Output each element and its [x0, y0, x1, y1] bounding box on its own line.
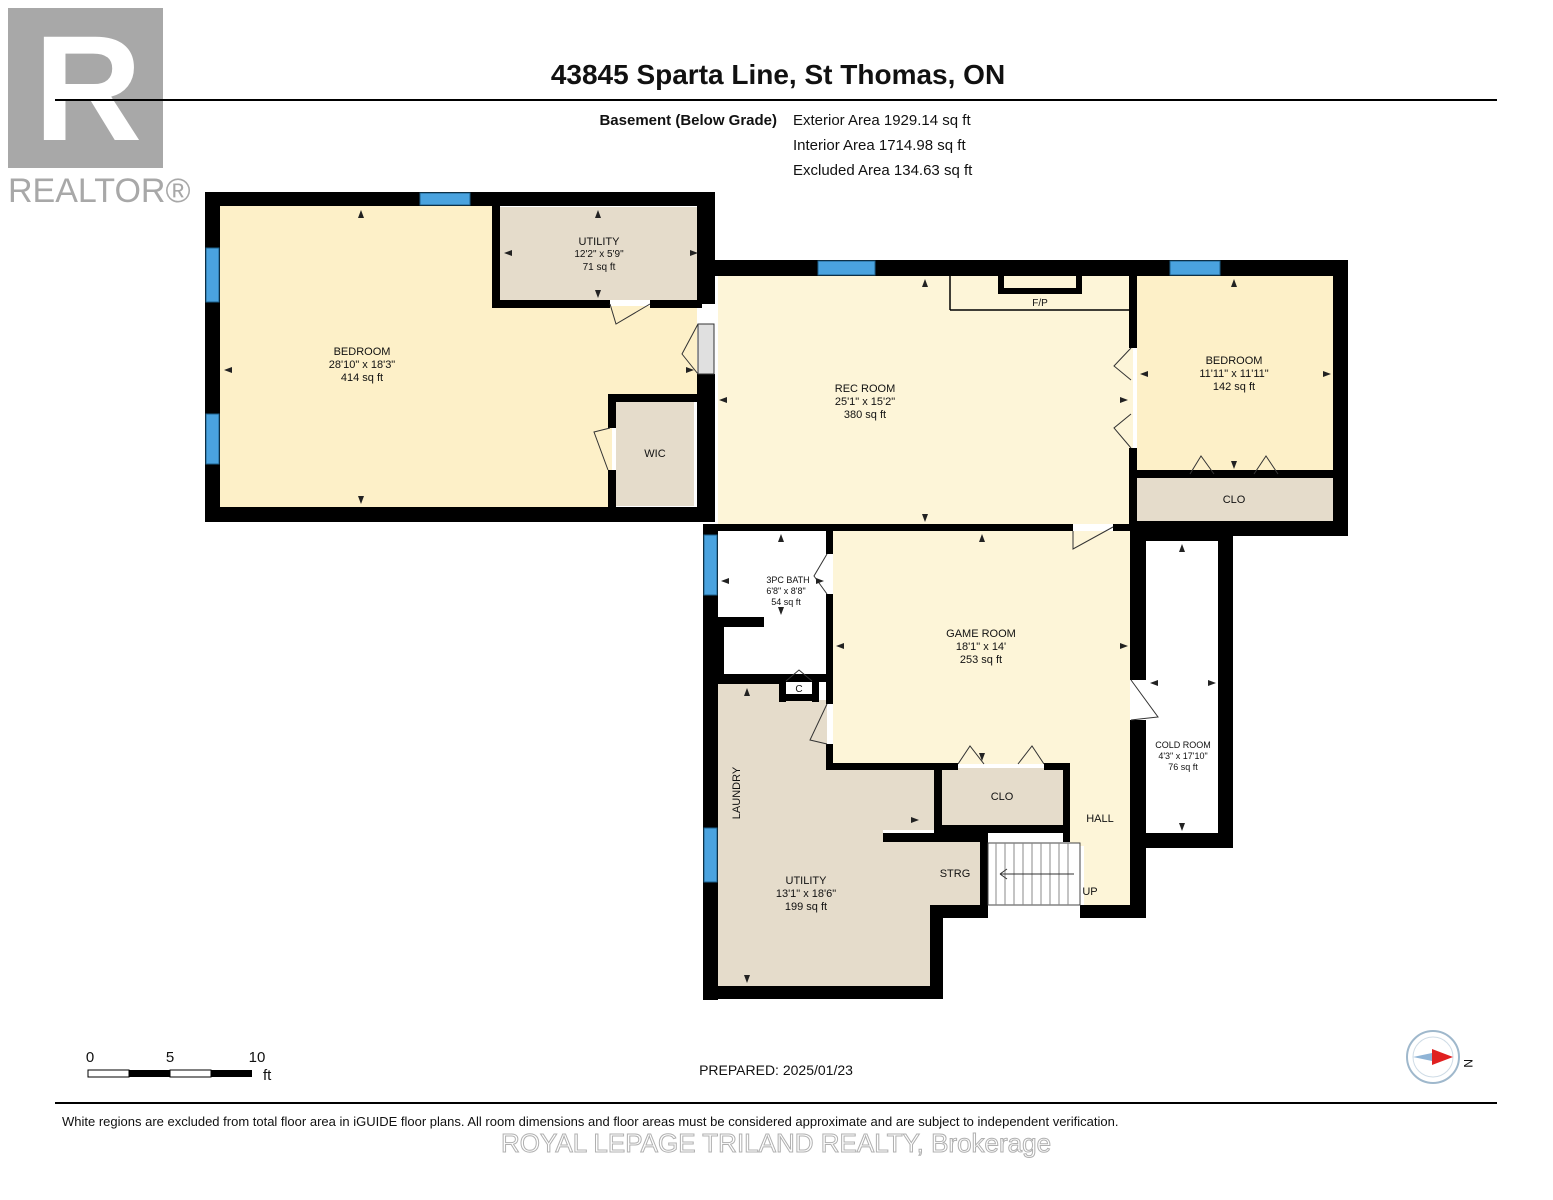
- disclaimer: White regions are excluded from total fl…: [62, 1114, 1118, 1129]
- bath-dims: 6'8" x 8'8": [766, 586, 805, 596]
- rec-room-name: REC ROOM: [835, 383, 896, 395]
- scale-bar: 0 5 10 ft: [86, 1049, 272, 1084]
- window: [205, 413, 220, 465]
- brokerage-watermark: ROYAL LEPAGE TRILAND REALTY, Brokerage: [501, 1128, 1051, 1158]
- clo-bedroom-label: CLO: [1223, 494, 1246, 506]
- strg-label: STRG: [940, 868, 971, 880]
- utility-bottom-area: 199 sq ft: [785, 901, 827, 913]
- rec-room-dims: 25'1" x 15'2": [835, 396, 895, 408]
- page-title: 43845 Sparta Line, St Thomas, ON: [551, 59, 1005, 90]
- game-room-fill: [833, 531, 1130, 905]
- room-fills: [220, 206, 1333, 986]
- doors: [593, 303, 1279, 765]
- realtor-logo-letter: R: [34, 4, 142, 172]
- utility-top-name: UTILITY: [579, 236, 621, 248]
- utility-bottom-fill: [716, 684, 986, 986]
- dimension-arrows: [224, 210, 1331, 983]
- cold-room-fill: [1148, 541, 1218, 833]
- cold-room-dims: 4'3" x 17'10": [1158, 751, 1207, 761]
- scale-tick-5: 5: [166, 1049, 174, 1066]
- wic-fill: [616, 402, 694, 506]
- bath-area: 54 sq ft: [771, 597, 801, 607]
- scale-unit: ft: [263, 1067, 272, 1084]
- utility-top-area: 71 sq ft: [583, 262, 616, 273]
- windows: [205, 192, 1221, 883]
- window: [703, 827, 718, 883]
- cold-room-name: COLD ROOM: [1155, 740, 1211, 750]
- closet-c-label: C: [795, 684, 802, 695]
- game-room-name: GAME ROOM: [946, 628, 1016, 640]
- cold-room-area: 76 sq ft: [1168, 762, 1198, 772]
- compass-icon: N: [1406, 1030, 1475, 1084]
- rec-room-area: 380 sq ft: [844, 409, 886, 421]
- game-room-dims: 18'1" x 14': [956, 641, 1006, 653]
- hall-label: HALL: [1086, 813, 1114, 825]
- bedroom-main-fill: [220, 206, 697, 507]
- utility-top-fill: [500, 207, 700, 300]
- fireplace-label: F/P: [1032, 298, 1048, 309]
- stairs-up-label: UP: [1082, 886, 1097, 898]
- window: [419, 192, 471, 206]
- prepared-date: PREPARED: 2025/01/23: [699, 1062, 853, 1078]
- game-room-area: 253 sq ft: [960, 654, 1002, 666]
- compass-north-label: N: [1461, 1059, 1475, 1068]
- interior-area: Interior Area 1714.98 sq ft: [793, 137, 966, 154]
- bedroom-second-name: BEDROOM: [1206, 355, 1263, 367]
- bedroom-main-area: 414 sq ft: [341, 372, 383, 384]
- clo-bedroom-fill: [1137, 478, 1333, 521]
- utility-top-dims: 12'2" x 5'9": [574, 249, 624, 260]
- scale-tick-0: 0: [86, 1049, 94, 1066]
- bedroom-main-dims: 28'10" x 18'3": [329, 359, 396, 371]
- bedroom-main-name: BEDROOM: [334, 346, 391, 358]
- utility-bottom-name: UTILITY: [786, 875, 828, 887]
- clo-game-fill: [942, 768, 1063, 825]
- level-label: Basement (Below Grade): [599, 112, 777, 129]
- utility-bottom-dims: 13'1" x 18'6": [776, 888, 836, 900]
- scale-tick-10: 10: [249, 1049, 266, 1066]
- wic-name: WIC: [644, 448, 665, 460]
- realtor-logo: R REALTOR®: [8, 4, 191, 210]
- stairs: [987, 842, 1081, 906]
- excluded-area: Excluded Area 134.63 sq ft: [793, 162, 973, 179]
- window: [205, 247, 220, 303]
- rec-room-fill: [718, 276, 1133, 524]
- bath-fill: [718, 531, 826, 677]
- room-labels: BEDROOM 28'10" x 18'3" 414 sq ft UTILITY…: [329, 236, 1269, 913]
- realtor-logo-text: REALTOR®: [8, 172, 191, 210]
- window: [817, 260, 876, 276]
- window: [1169, 260, 1221, 276]
- laundry-label: LAUNDRY: [731, 766, 743, 819]
- exterior-area: Exterior Area 1929.14 sq ft: [793, 112, 971, 129]
- clo-game-label: CLO: [991, 791, 1014, 803]
- window: [703, 534, 718, 596]
- bedroom-second-dims: 11'11" x 11'11": [1199, 368, 1268, 380]
- bedroom-second-fill: [1137, 276, 1333, 472]
- bedroom-second-area: 142 sq ft: [1213, 381, 1255, 393]
- bath-name: 3PC BATH: [766, 575, 809, 585]
